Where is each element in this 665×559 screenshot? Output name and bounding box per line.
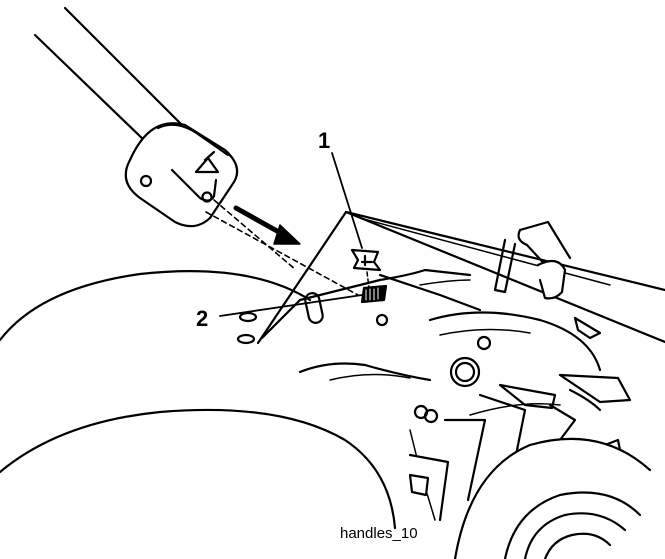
carriage-bolt-part: [360, 284, 388, 304]
callout-1-label: 1: [318, 128, 330, 153]
wheel: [0, 270, 397, 530]
leader-lines: [219, 152, 363, 317]
clip-nut-part: [350, 248, 382, 289]
handle-bracket: [124, 122, 239, 228]
mower-deck: [256, 210, 665, 382]
figure-caption: handles_10: [340, 525, 418, 542]
spindle-disc: [453, 437, 652, 559]
alignment-lines: [205, 199, 359, 296]
direction-arrow: [233, 205, 301, 245]
callout-2-label: 2: [196, 306, 208, 331]
deck-holes: [236, 292, 389, 345]
